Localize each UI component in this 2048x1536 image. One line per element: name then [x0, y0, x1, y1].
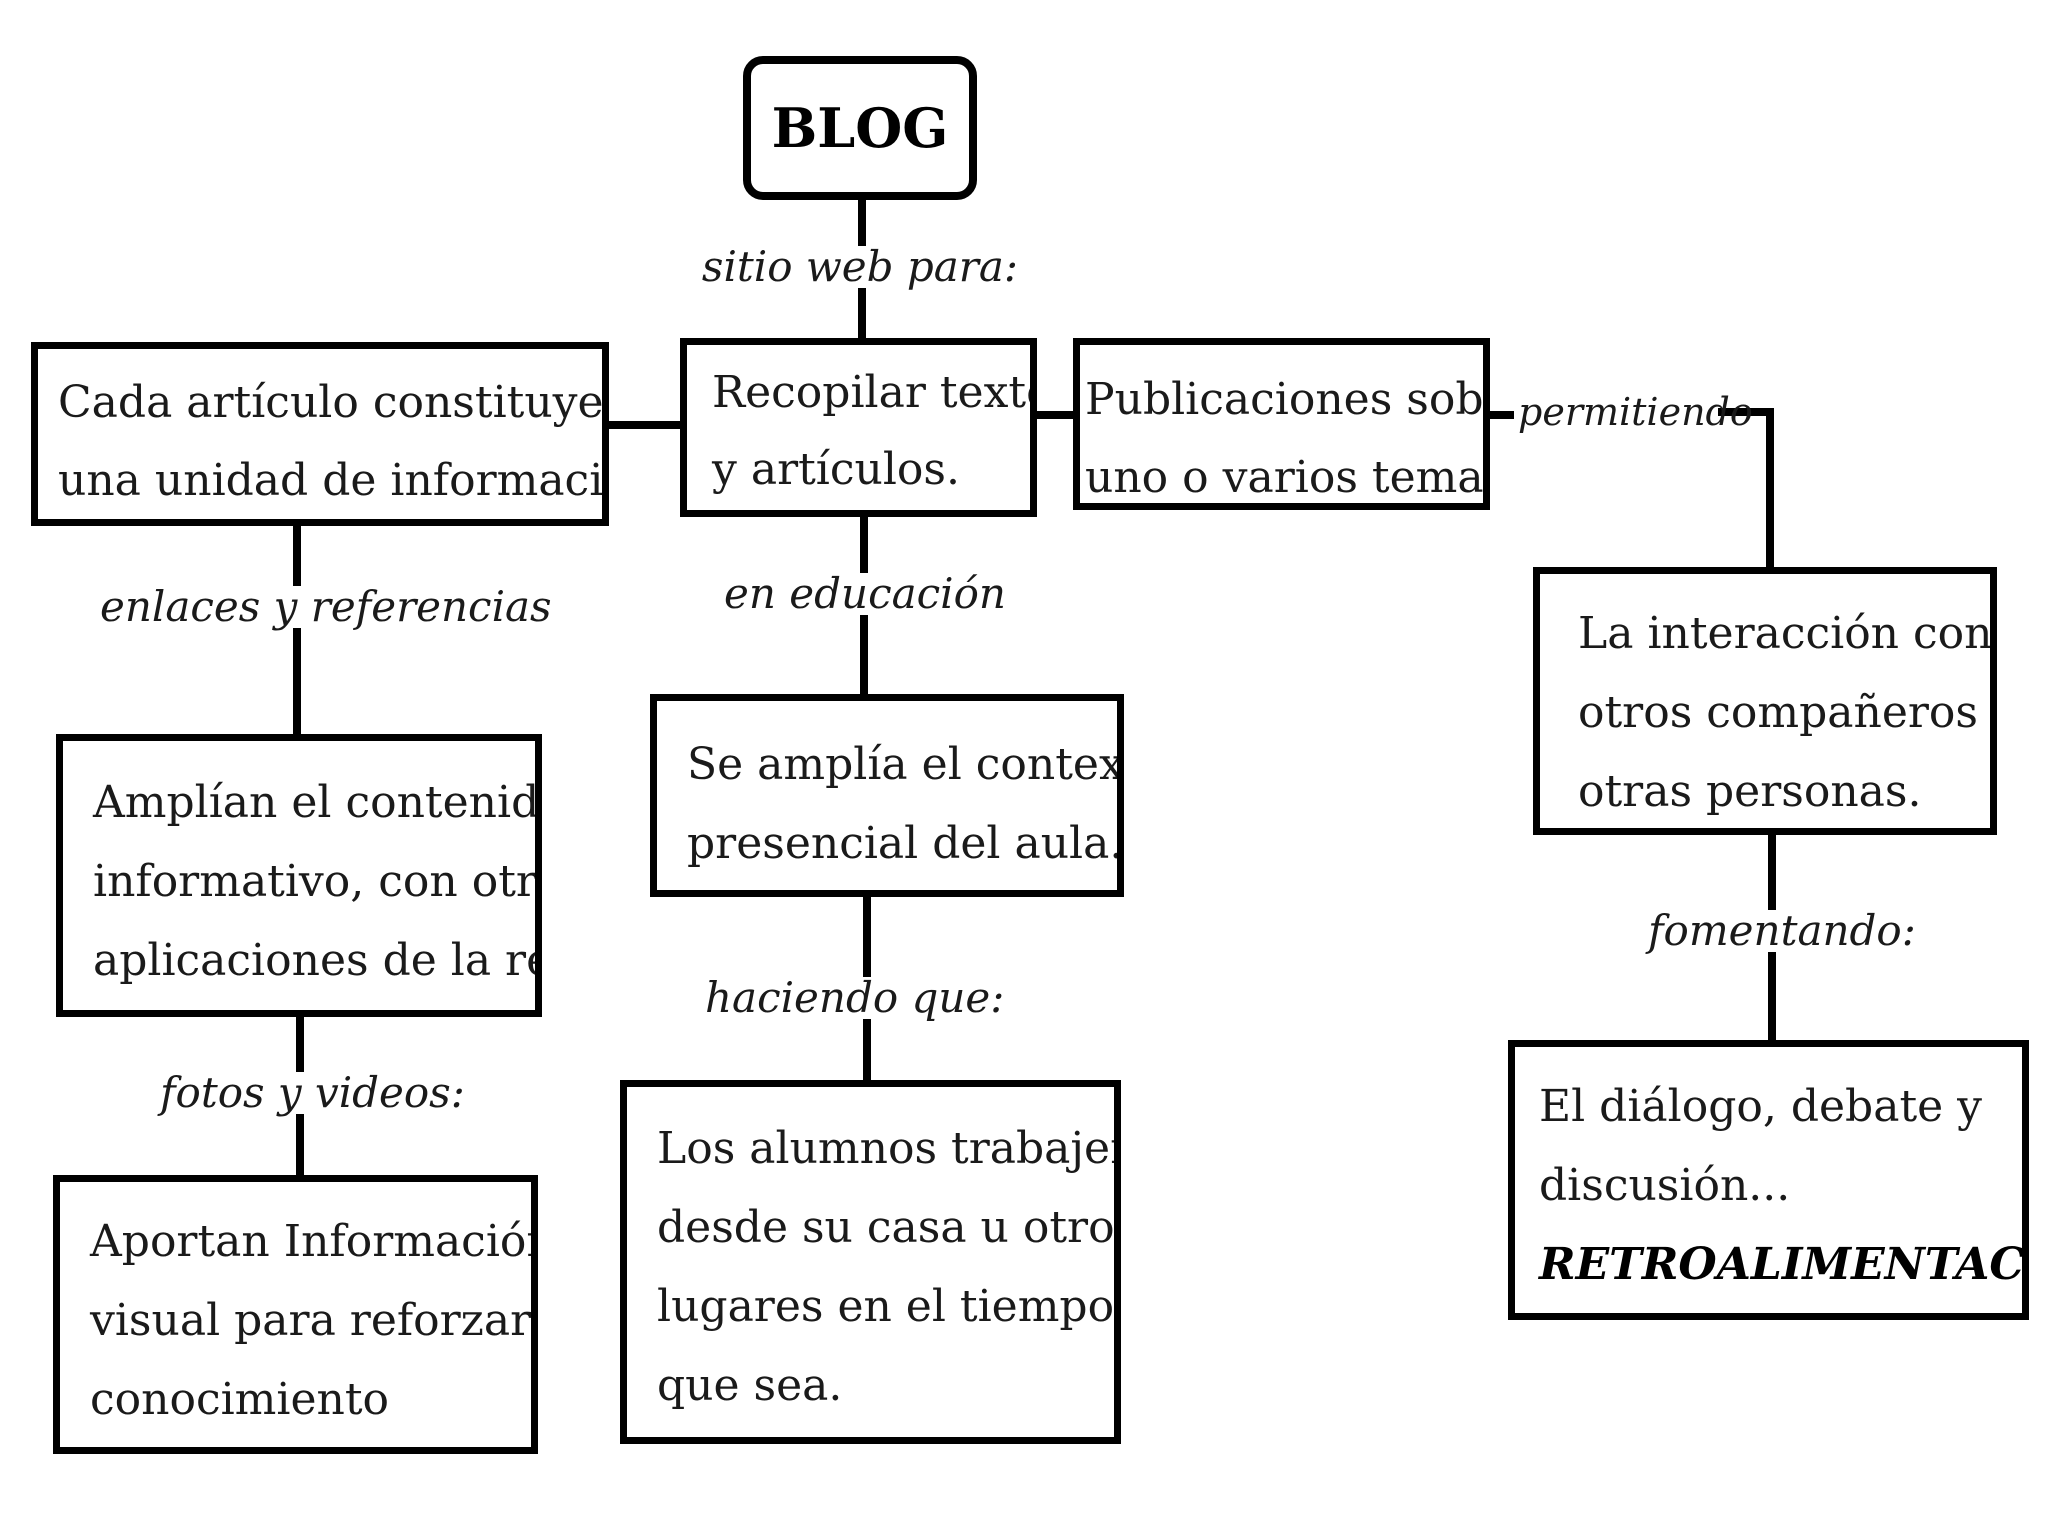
node-interaccion: La interacción con otros compañeros u ot…	[1533, 567, 1997, 835]
node-publicaciones: Publicaciones sobre uno o varios temas	[1073, 338, 1490, 510]
node-contexto: Se amplía el contexto presencial del aul…	[650, 694, 1124, 897]
node-text-line: que sea.	[657, 1360, 843, 1411]
link-label-sitio: sitio web para:	[700, 242, 1020, 291]
node-text-line: desde su casa u otros	[657, 1202, 1121, 1253]
node-text-line: otros compañeros u	[1578, 687, 1997, 738]
node-text-line: uno o varios temas	[1085, 452, 1490, 503]
node-aportan: Aportan Información visual para reforzar…	[53, 1175, 538, 1454]
blog-title-node: BLOG	[743, 56, 977, 200]
node-text-line: Amplían el contenido	[93, 777, 542, 828]
node-dialogo: El diálogo, debate y discusión... RETROA…	[1508, 1040, 2029, 1320]
node-text-line: lugares en el tiempo	[657, 1281, 1115, 1332]
node-text-line: Aportan Información	[90, 1216, 538, 1267]
node-text-line: visual para reforzar el	[90, 1295, 538, 1346]
node-cada-articulo: Cada artículo constituye una unidad de i…	[31, 342, 609, 526]
node-text-line: presencial del aula.	[687, 818, 1124, 869]
node-text-line: Se amplía el contexto	[687, 739, 1124, 790]
link-label-fomentando: fomentando:	[1648, 906, 1916, 955]
node-amplian: Amplían el contenido informativo, con ot…	[56, 734, 542, 1017]
node-text-line: conocimiento	[90, 1374, 390, 1425]
node-text-line: aplicaciones de la red.	[93, 935, 535, 986]
node-text-line: informativo, con otras	[93, 856, 542, 907]
link-label-permitiendo: permitiendo	[1518, 390, 1753, 434]
node-text-line: El diálogo, debate y	[1539, 1081, 1983, 1132]
blog-title: BLOG	[771, 96, 949, 160]
node-text-line: discusión...	[1539, 1160, 1791, 1211]
node-text-line: otras personas.	[1578, 766, 1922, 817]
link-label-educacion: en educación	[720, 573, 1010, 615]
node-text-line: Cada artículo constituye	[58, 377, 604, 428]
link-label-haciendo: haciendo que:	[705, 973, 1005, 1022]
link-label-fotos: fotos y videos:	[160, 1068, 465, 1117]
node-recopilar: Recopilar textos y artículos.	[680, 338, 1037, 517]
node-text-line: y artículos.	[712, 444, 960, 495]
node-text-line: Publicaciones sobre	[1085, 374, 1490, 425]
node-text-line: una unidad de información.	[58, 455, 604, 506]
connector-permitiendo-interaccion	[1716, 408, 1774, 576]
node-text-line: Recopilar textos	[712, 367, 1030, 418]
link-label-enlaces: enlaces y referencias	[100, 582, 552, 631]
node-text-line: Los alumnos trabajen	[657, 1123, 1121, 1174]
retroalimentacion-text: RETROALIMENTACIÓN.	[1539, 1239, 2025, 1290]
node-alumnos: Los alumnos trabajen desde su casa u otr…	[620, 1080, 1121, 1444]
node-text-line: La interacción con	[1578, 608, 1993, 659]
